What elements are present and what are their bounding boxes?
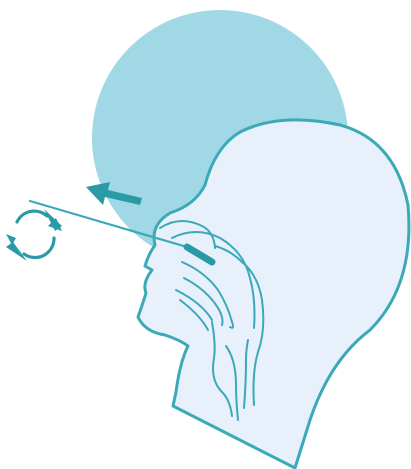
rotate-arrows-icon — [17, 211, 54, 257]
rotate-arrowheads — [6, 209, 62, 261]
